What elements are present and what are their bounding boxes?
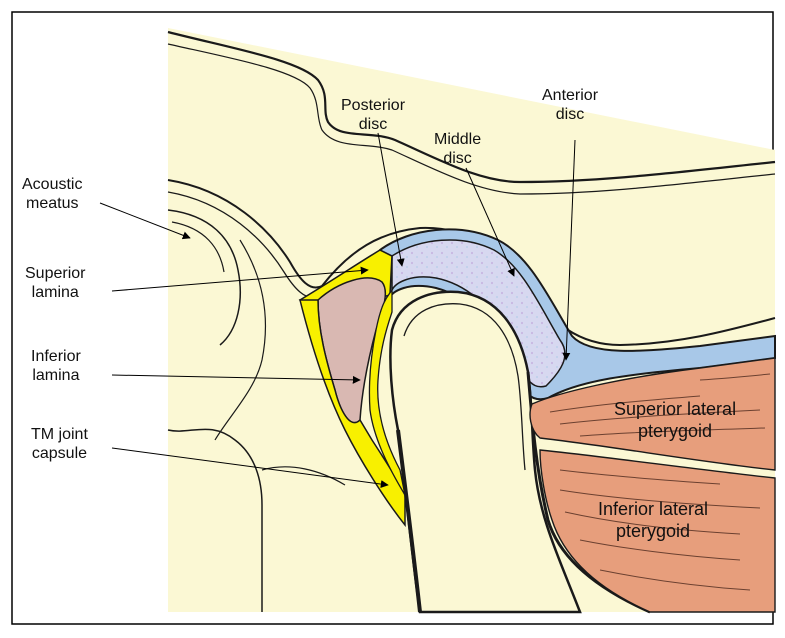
label-line: pterygoid	[598, 520, 708, 542]
label-line: lamina	[25, 283, 85, 302]
label-line: Posterior	[341, 96, 405, 115]
label-acoustic-meatus: Acoustic meatus	[22, 175, 82, 213]
label-superior-lateral-pterygoid: Superior lateral pterygoid	[614, 398, 736, 442]
label-line: disc	[542, 105, 598, 124]
label-line: Acoustic	[22, 175, 82, 194]
label-middle-disc: Middle disc	[434, 130, 481, 168]
label-line: pterygoid	[614, 420, 736, 442]
label-line: TM joint	[31, 425, 88, 444]
label-posterior-disc: Posterior disc	[341, 96, 405, 134]
label-inferior-lateral-pterygoid: Inferior lateral pterygoid	[598, 498, 708, 542]
label-line: meatus	[22, 194, 82, 213]
label-line: Inferior	[31, 347, 81, 366]
label-line: Inferior lateral	[598, 498, 708, 520]
label-line: Superior lateral	[614, 398, 736, 420]
label-line: Anterior	[542, 86, 598, 105]
label-inferior-lamina: Inferior lamina	[31, 347, 81, 385]
label-superior-lamina: Superior lamina	[25, 264, 85, 302]
label-line: disc	[341, 115, 405, 134]
label-line: Superior	[25, 264, 85, 283]
label-tm-joint-capsule: TM joint capsule	[31, 425, 88, 463]
label-line: lamina	[31, 366, 81, 385]
label-line: disc	[434, 149, 481, 168]
label-line: capsule	[31, 444, 88, 463]
label-line: Middle	[434, 130, 481, 149]
label-anterior-disc: Anterior disc	[542, 86, 598, 124]
